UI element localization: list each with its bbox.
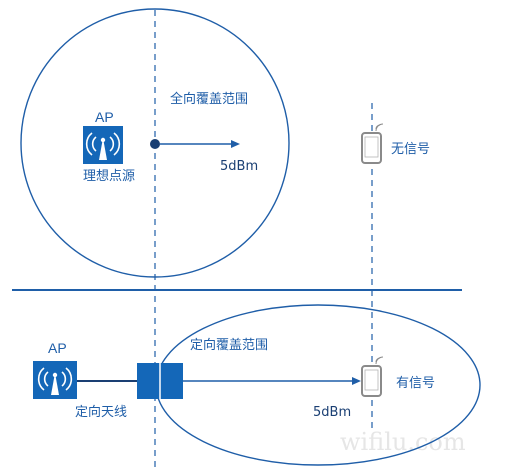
bottom-power-label: 5dBm — [313, 405, 351, 420]
bottom-phone-icon — [361, 356, 384, 397]
source-label: 理想点源 — [83, 168, 135, 184]
bottom-ap-icon — [33, 361, 77, 399]
antenna-label: 定向天线 — [75, 404, 127, 420]
bottom-arrow-head — [352, 377, 361, 385]
top-phone-label: 无信号 — [391, 142, 430, 157]
top-arrow-head — [231, 140, 240, 148]
bottom-ap-label: AP — [48, 340, 67, 356]
top-power-label: 5dBm — [220, 159, 258, 174]
point-source-dot — [150, 139, 160, 149]
top-ap-label: AP — [95, 109, 114, 125]
watermark: wifilu.com — [340, 428, 466, 456]
directional-coverage-label: 定向覆盖范围 — [190, 337, 268, 353]
bottom-phone-label: 有信号 — [396, 376, 435, 391]
top-ap-icon — [83, 126, 123, 164]
directional-antenna-icon — [137, 363, 183, 399]
omni-coverage-label: 全向覆盖范围 — [170, 91, 248, 107]
top-phone-icon — [361, 123, 384, 164]
